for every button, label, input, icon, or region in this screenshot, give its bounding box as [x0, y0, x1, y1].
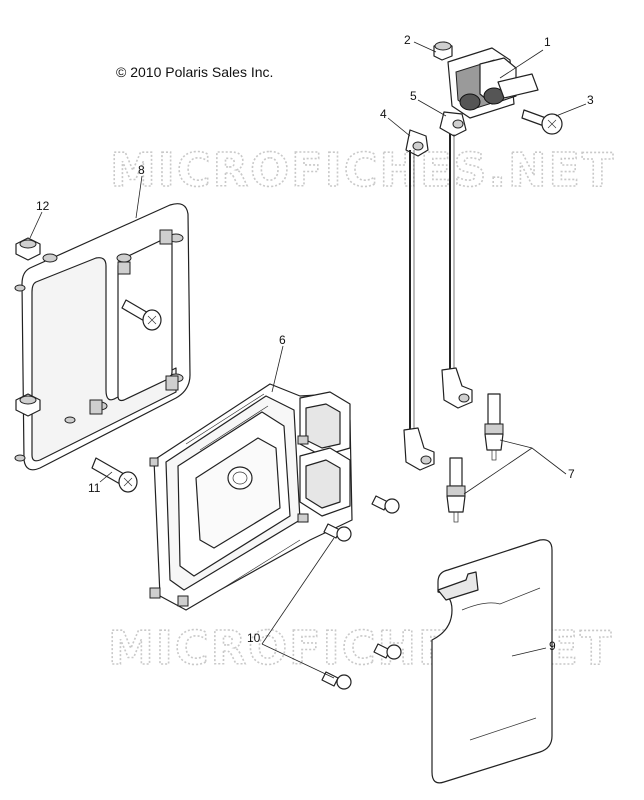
- watermark-top: MICROFICHES.NET: [110, 143, 615, 197]
- spark-plug-lead-long: [439, 111, 473, 409]
- callout-7: 7: [568, 467, 575, 481]
- callout-1: 1: [544, 35, 551, 49]
- callout-9: 9: [549, 639, 556, 653]
- callout-12: 12: [36, 199, 50, 213]
- mounting-bolt: [91, 457, 138, 493]
- mounting-bracket: [14, 203, 191, 471]
- callout-5: 5: [410, 89, 417, 103]
- copyright-text: © 2010 Polaris Sales Inc.: [116, 64, 274, 80]
- ecu-module: [149, 383, 353, 611]
- callout-10: 10: [247, 631, 261, 645]
- spark-plug-lower: [446, 457, 466, 523]
- ecu-cover: [431, 539, 553, 784]
- callout-numbers: 1 2 3 4 5 6 7 8 9 10 11 12: [36, 33, 594, 653]
- coil-cap: [433, 41, 453, 61]
- small-bolt: [371, 495, 402, 660]
- flange-nut: [15, 237, 41, 417]
- coil-bolt: [521, 109, 563, 135]
- callout-6: 6: [279, 333, 286, 347]
- spark-plug-lead-short: [403, 129, 435, 471]
- bracket-bolt: [121, 299, 162, 331]
- spark-plug-upper: [484, 393, 504, 461]
- ecu-screw: [321, 523, 352, 690]
- callout-8: 8: [138, 163, 145, 177]
- callout-4: 4: [380, 107, 387, 121]
- leader-lines: [29, 41, 587, 679]
- callout-11: 11: [88, 481, 101, 495]
- callout-2: 2: [404, 33, 411, 47]
- ignition-coil: [447, 47, 539, 119]
- callout-3: 3: [587, 93, 594, 107]
